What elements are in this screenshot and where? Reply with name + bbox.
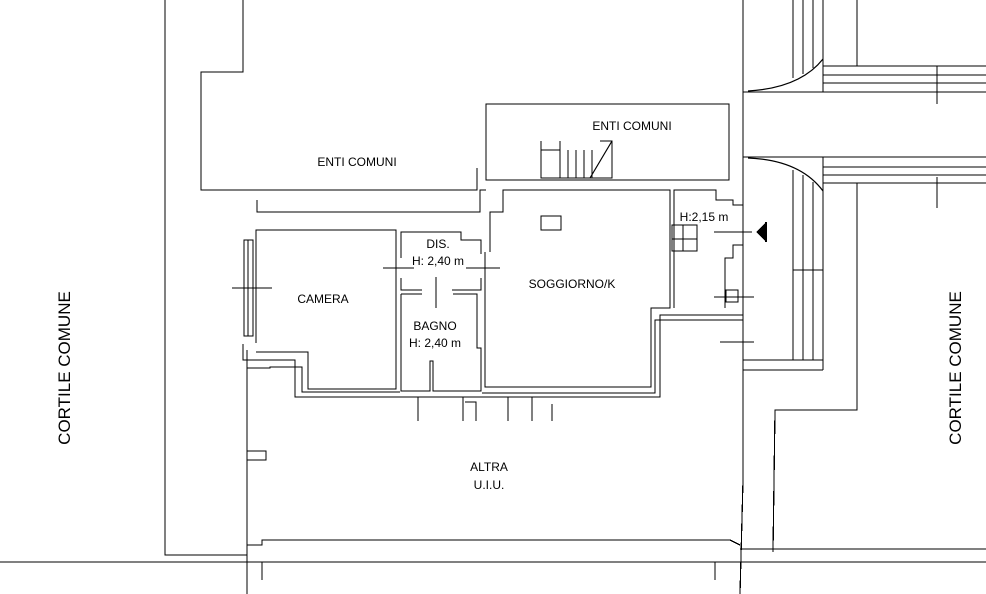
label-enti-comuni-top: ENTI COMUNI (592, 119, 671, 133)
label-camera: CAMERA (297, 292, 348, 306)
label-soggiorno: SOGGIORNO/K (529, 277, 616, 291)
label-bagno: BAGNO (413, 319, 456, 333)
label-cortile-left: CORTILE COMUNE (55, 291, 74, 445)
label-dis-height: H: 2,40 m (412, 254, 464, 268)
room-camera (232, 229, 410, 461)
label-cortile-right: CORTILE COMUNE (946, 291, 965, 445)
stair-nook (671, 189, 767, 308)
label-stair-height: H:2,15 m (680, 210, 729, 224)
label-altra: ALTRA (470, 460, 508, 474)
room-soggiorno (410, 189, 754, 421)
common-area-top (485, 103, 730, 181)
label-dis: DIS. (426, 237, 449, 251)
label-enti-comuni-left: ENTI COMUNI (317, 155, 396, 169)
label-uiu: U.I.U. (474, 478, 505, 492)
label-bagno-height: H: 2,40 m (409, 336, 461, 350)
exterior-stairs (740, 0, 986, 553)
room-bagno (400, 293, 482, 392)
room-dis (383, 231, 500, 308)
